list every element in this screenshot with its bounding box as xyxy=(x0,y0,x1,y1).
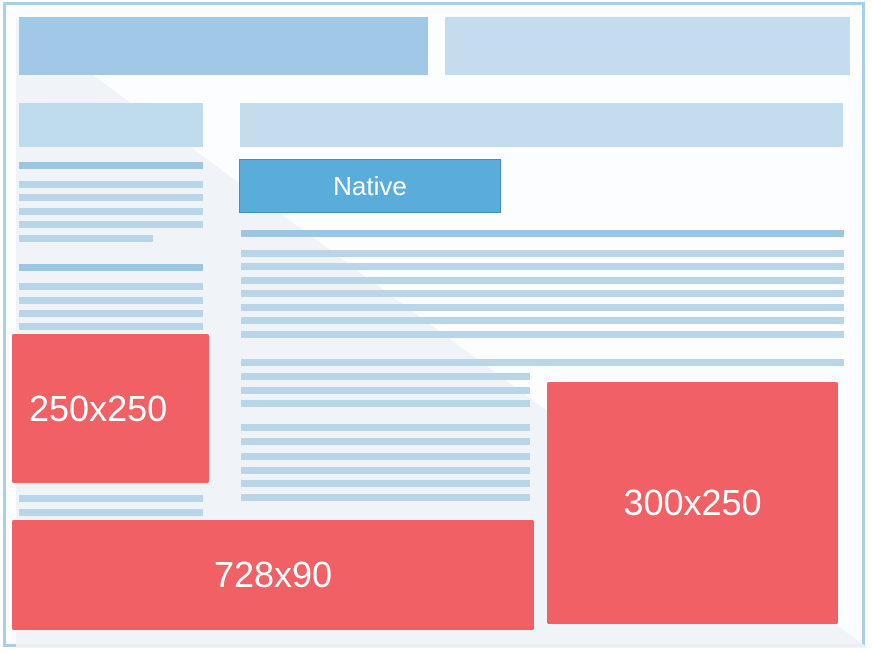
main-line xyxy=(241,290,844,297)
header-nav-block xyxy=(445,17,850,75)
main-line xyxy=(241,494,530,501)
sidebar-line xyxy=(19,235,153,242)
main-line xyxy=(241,304,844,311)
sidebar-line xyxy=(19,181,203,188)
sidebar-line xyxy=(19,297,203,304)
main-line xyxy=(241,424,530,431)
native-ad-block: Native xyxy=(239,159,501,213)
sidebar-heading-block xyxy=(19,103,203,147)
main-heading-block xyxy=(240,103,843,147)
main-line xyxy=(241,331,844,338)
main-line xyxy=(241,317,844,324)
ad-300x250: 300x250 xyxy=(547,382,838,624)
main-line xyxy=(241,263,844,270)
main-line xyxy=(241,480,530,487)
sidebar-line xyxy=(19,162,203,169)
main-line xyxy=(241,400,530,407)
ad-300x250-label: 300x250 xyxy=(623,482,762,523)
main-line xyxy=(241,387,530,394)
header-logo-block xyxy=(19,17,428,75)
ad-250x250-label: 250x250 xyxy=(29,387,168,429)
main-line xyxy=(241,438,530,445)
sidebar-line xyxy=(19,495,203,502)
main-line xyxy=(241,373,530,380)
sidebar-line xyxy=(19,208,203,215)
main-line xyxy=(241,453,530,460)
main-line xyxy=(241,277,844,284)
ad-728x90-label: 728x90 xyxy=(213,554,333,595)
sidebar-line xyxy=(19,221,203,228)
ad-728x90: 728x90 xyxy=(12,520,534,630)
native-ad-label: Native xyxy=(333,170,407,201)
sidebar-line xyxy=(19,283,203,290)
sidebar-line xyxy=(19,264,203,271)
main-line xyxy=(241,359,844,366)
sidebar-line xyxy=(19,509,203,516)
ad-250x250: 250x250 xyxy=(12,334,209,483)
main-line xyxy=(241,250,844,257)
sidebar-line xyxy=(19,194,203,201)
sidebar-line xyxy=(19,310,203,317)
main-line xyxy=(241,230,844,237)
sidebar-line xyxy=(19,323,203,330)
main-line xyxy=(241,467,530,474)
